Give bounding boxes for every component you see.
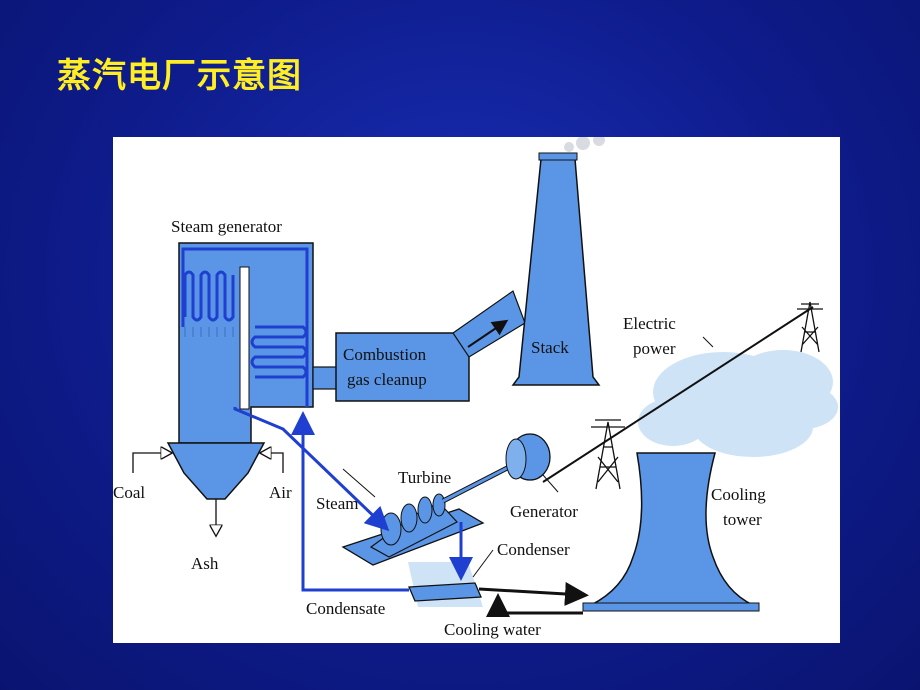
diagram-panel: Combustion gas cleanup Stack Electric po… (113, 137, 840, 643)
stack-duct (452, 290, 526, 358)
steam-generator-label: Steam generator (171, 217, 282, 236)
power-plant-diagram: Combustion gas cleanup Stack Electric po… (113, 137, 838, 639)
combustion-label-line1: Combustion (343, 345, 427, 364)
coal-feed-line (132, 453, 171, 473)
slide-title: 蒸汽电厂示意图 (57, 56, 302, 96)
coal-label: Coal (113, 483, 145, 502)
stack-smoke (564, 137, 605, 152)
electric-label-line2: power (633, 339, 676, 358)
turbine-label: Turbine (398, 468, 451, 487)
cooling-water-out (478, 581, 589, 606)
flue-duct (312, 366, 338, 390)
steam-generator (166, 242, 314, 500)
cooling-tower-label-line2: tower (723, 510, 762, 529)
transmission-tower-far (797, 301, 823, 353)
cooling-water-label: Cooling water (444, 620, 541, 639)
condensate-label: Condensate (306, 599, 385, 618)
steam-pipe (233, 407, 390, 532)
condenser (408, 582, 482, 602)
ash-label: Ash (191, 554, 219, 573)
generator (505, 433, 551, 481)
superheater-coil (183, 270, 235, 322)
water-wall-pipe (181, 247, 309, 407)
stack-label: Stack (531, 338, 569, 357)
cooling-tower (590, 452, 754, 606)
air-label: Air (269, 483, 292, 502)
cooling-tower-label-line1: Cooling (711, 485, 766, 504)
condenser-label: Condenser (497, 540, 570, 559)
condensate-pipe (291, 411, 409, 592)
cooling-tower-steam-cloud (638, 350, 838, 457)
power-line (542, 306, 814, 483)
cooling-water-return (486, 593, 583, 617)
transmission-tower-near (591, 419, 625, 490)
generator-label: Generator (510, 502, 578, 521)
air-feed-line (261, 453, 284, 473)
turbine (341, 462, 515, 566)
combustion-gas-cleanup-box (335, 332, 470, 402)
combustion-label-line2: gas cleanup (347, 370, 427, 389)
electric-label-line1: Electric (623, 314, 676, 333)
steam-label: Steam (316, 494, 359, 513)
